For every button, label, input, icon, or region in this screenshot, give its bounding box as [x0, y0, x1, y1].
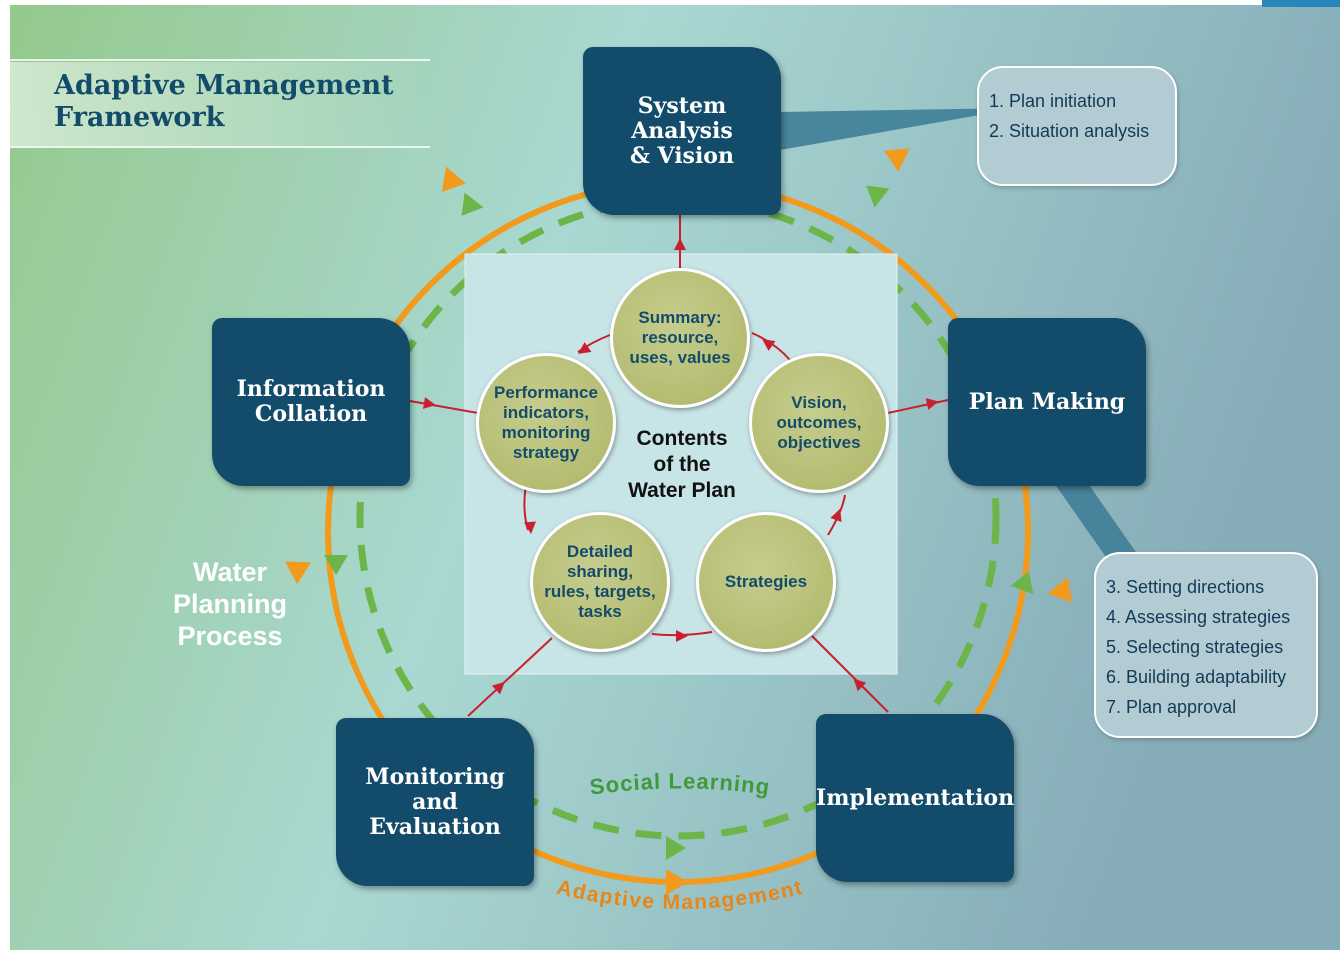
- stage-plan-making: Plan Making: [948, 318, 1146, 486]
- green-arrowhead: [461, 192, 484, 216]
- stage-monitoring-evaluation: Monitoring and Evaluation: [336, 718, 534, 886]
- stage-implementation: Implementation: [816, 714, 1014, 882]
- green-arrowhead: [324, 555, 348, 575]
- content-vision: Vision, outcomes, objectives: [749, 353, 889, 493]
- callout-item: 7. Plan approval: [1106, 697, 1237, 717]
- content-detailed: Detailed sharing, rules, targets, tasks: [530, 512, 670, 652]
- orange-arrowhead: [441, 166, 466, 192]
- connector-arrowheads: [422, 238, 939, 695]
- orange-arrowhead: [666, 869, 688, 895]
- callout-pointer-right: [1052, 472, 1138, 560]
- green-arrowhead: [1010, 571, 1034, 595]
- callout-item: 1. Plan initiation: [989, 91, 1117, 111]
- orange-arrowhead: [1047, 577, 1073, 603]
- water-planning-process-label: Water Planning Process: [173, 557, 287, 651]
- social-learning-ring: [356, 196, 1000, 840]
- callout-item: 2. Situation analysis: [989, 121, 1150, 141]
- contents-label: Contents of the Water Plan: [628, 427, 736, 502]
- diagram-title: Adaptive Management Framework: [54, 70, 394, 133]
- corner-logo: [1262, 0, 1340, 7]
- stage-system-analysis: System Analysis & Vision: [583, 47, 781, 215]
- orange-arrowhead: [884, 148, 910, 172]
- stage-information-collation: Information Collation: [212, 318, 410, 486]
- callout-pointer-top: [780, 108, 1020, 150]
- callout-right: 3. Setting directions 4. Assessing strat…: [1094, 552, 1318, 738]
- callout-item: 5. Selecting strategies: [1106, 637, 1284, 657]
- callout-item: 6. Building adaptability: [1106, 667, 1287, 687]
- content-summary: Summary: resource, uses, values: [610, 268, 750, 408]
- content-strategies: Strategies: [696, 512, 836, 652]
- callout-item: 4. Assessing strategies: [1106, 607, 1291, 627]
- green-arrowhead: [866, 185, 890, 208]
- callout-top: 1. Plan initiation 2. Situation analysis: [977, 66, 1177, 186]
- title-strip: [10, 62, 430, 146]
- green-arrowhead: [666, 836, 686, 860]
- content-performance: Performance indicators, monitoring strat…: [476, 353, 616, 493]
- orange-arrowhead: [285, 561, 311, 584]
- callout-item: 3. Setting directions: [1106, 577, 1265, 597]
